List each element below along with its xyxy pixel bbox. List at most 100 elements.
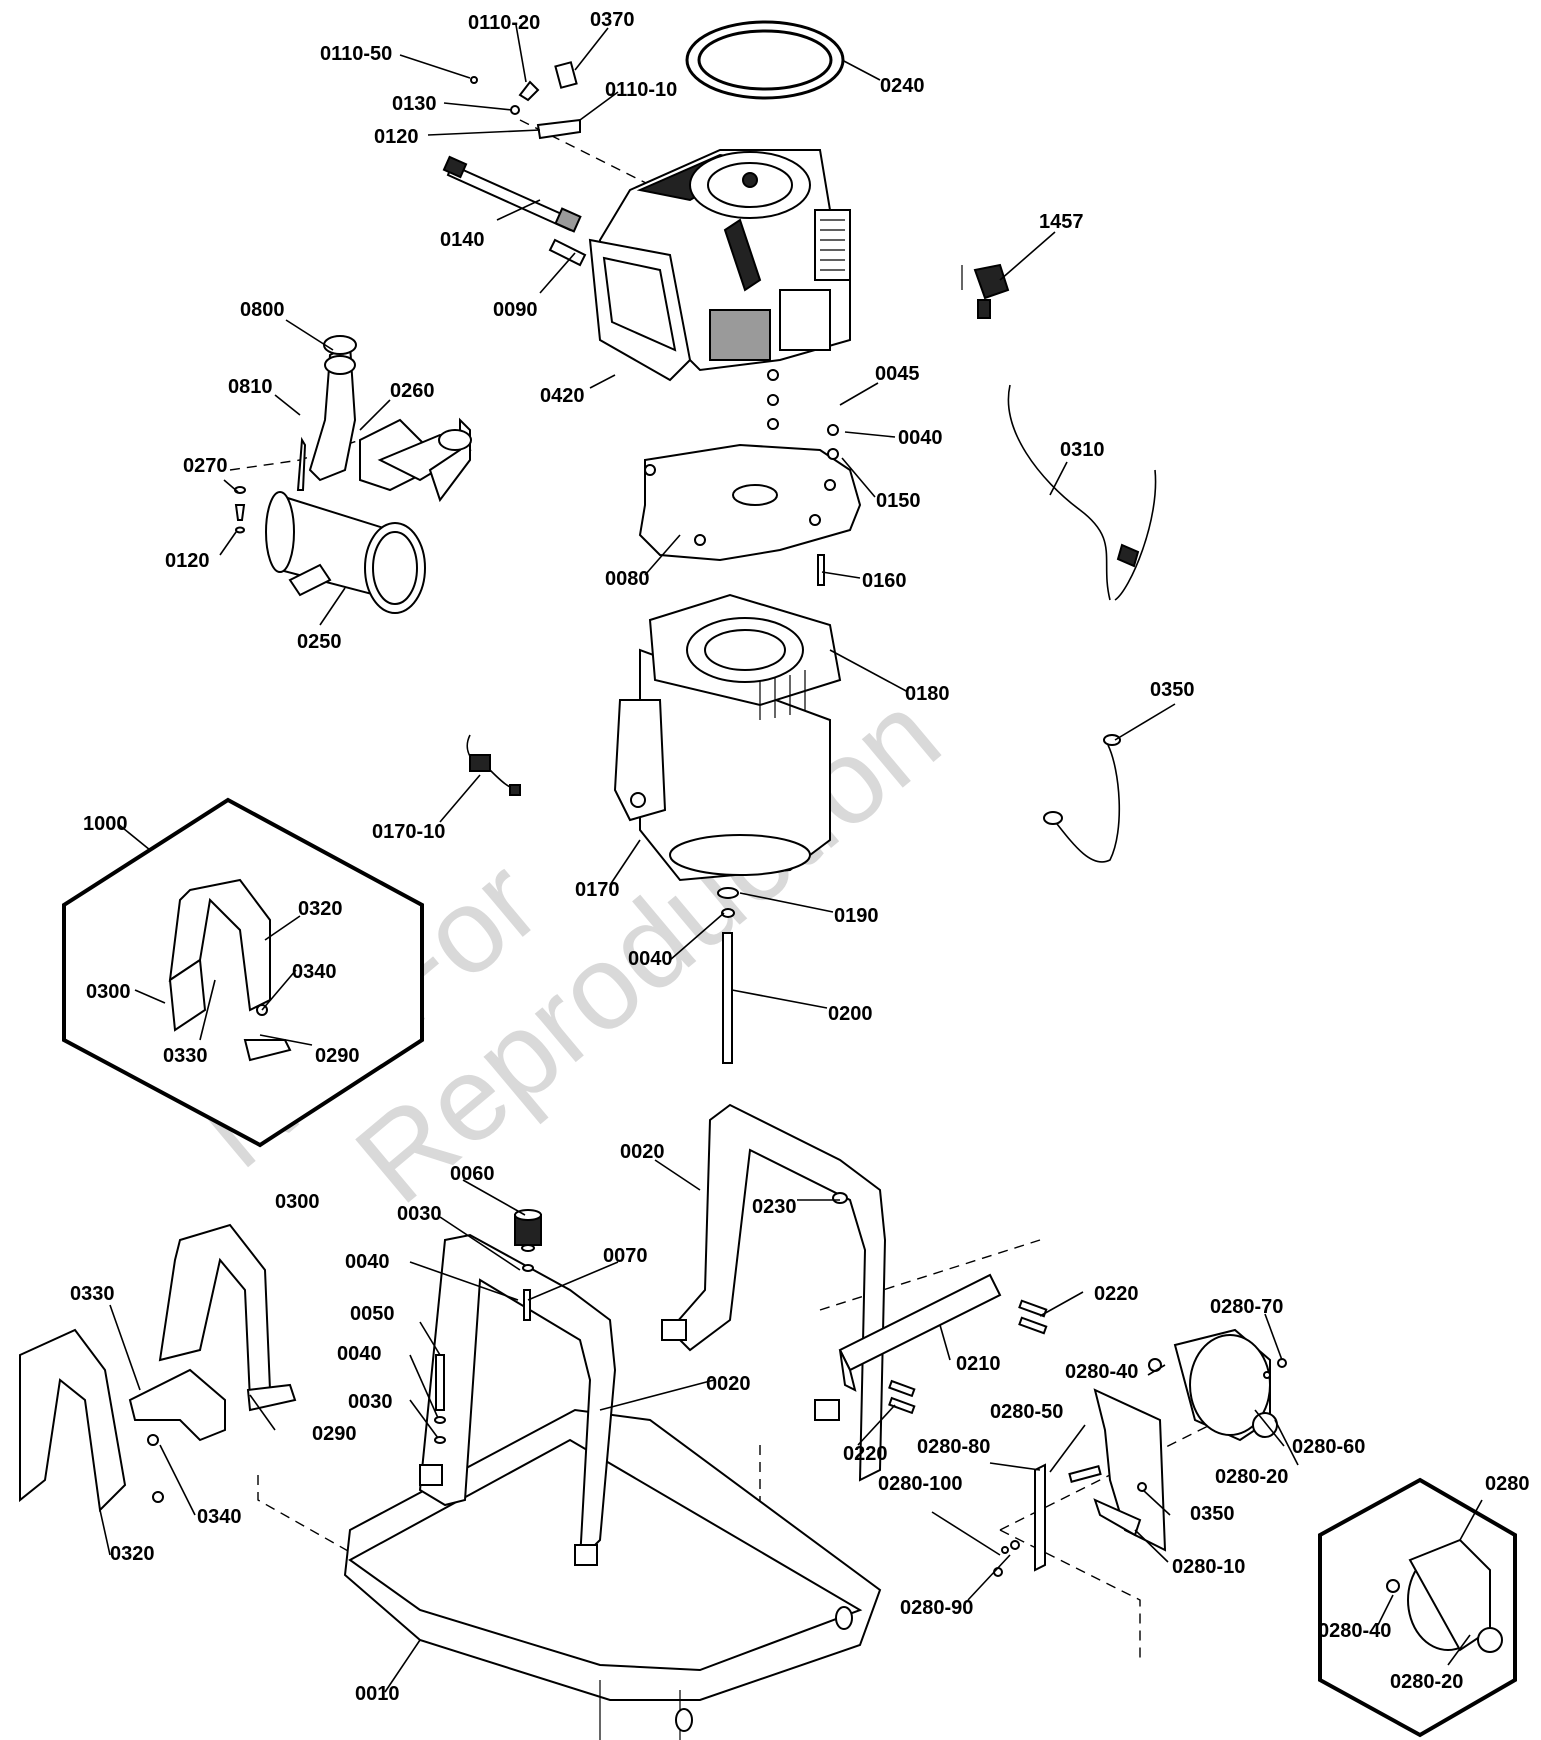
callout-0160: 0160 bbox=[862, 570, 907, 592]
leader-lines bbox=[99, 24, 1483, 1693]
callout-0130: 0130 bbox=[392, 93, 437, 115]
alternator-housing-0180 bbox=[648, 593, 842, 720]
callout-0050: 0050 bbox=[350, 1303, 395, 1325]
regulator-0280 bbox=[1148, 1328, 1287, 1442]
callout-0280-60: 0280-60 bbox=[1292, 1436, 1365, 1458]
callout-0110-20: 0110-20 bbox=[468, 12, 540, 34]
callout-0340: 0340 bbox=[197, 1506, 242, 1528]
callout-1000: 1000 bbox=[83, 813, 128, 835]
callout-0280-10: 0280-10 bbox=[1172, 1556, 1245, 1578]
callout-0310: 0310 bbox=[1060, 439, 1105, 461]
callout-0150: 0150 bbox=[876, 490, 921, 512]
callout-0280-20: 0280-20 bbox=[1215, 1466, 1288, 1488]
bracket-0110-hardware bbox=[470, 61, 581, 140]
callout-0110-10: 0110-10 bbox=[605, 79, 677, 101]
bracket-0280-10 bbox=[1093, 1388, 1167, 1552]
callout-0280-80: 0280-80 bbox=[917, 1436, 990, 1458]
through-bolt-0200 bbox=[717, 887, 739, 1064]
callout-0270: 0270 bbox=[183, 455, 228, 477]
callout-0020-b: 0020 bbox=[706, 1373, 751, 1395]
callout-0040-a: 0040 bbox=[345, 1251, 390, 1273]
callout-0060: 0060 bbox=[450, 1163, 495, 1185]
callout-0290-inset: 0290 bbox=[315, 1045, 360, 1067]
cable-0350 bbox=[1043, 734, 1121, 863]
callout-0810: 0810 bbox=[228, 376, 273, 398]
adapter-plate-0080 bbox=[638, 424, 862, 586]
callout-0170-10: 0170-10 bbox=[372, 821, 445, 843]
cover-0300 bbox=[158, 1223, 297, 1412]
callout-0280-90: 0280-90 bbox=[900, 1597, 973, 1619]
callout-0280-40: 0280-40 bbox=[1065, 1361, 1138, 1383]
callout-0260: 0260 bbox=[390, 380, 435, 402]
callout-0280-70: 0280-70 bbox=[1210, 1296, 1283, 1318]
callout-0330-inset: 0330 bbox=[163, 1045, 208, 1067]
callout-0110-50: 0110-50 bbox=[320, 43, 392, 65]
callout-0170: 0170 bbox=[575, 879, 620, 901]
callout-0230: 0230 bbox=[752, 1196, 797, 1218]
callout-0370: 0370 bbox=[590, 9, 635, 31]
cover-0320 bbox=[19, 1328, 127, 1513]
muffler-0250 bbox=[265, 491, 426, 614]
callout-labels: 0110-20 0370 0110-50 0110-10 0240 0130 0… bbox=[70, 9, 1530, 1705]
callout-0120-top: 0120 bbox=[374, 126, 419, 148]
callout-0280-100: 0280-100 bbox=[878, 1473, 963, 1495]
callout-0210: 0210 bbox=[956, 1353, 1001, 1375]
callout-0420: 0420 bbox=[540, 385, 585, 407]
gasket-0240 bbox=[685, 20, 845, 100]
callout-0350-b: 0350 bbox=[1190, 1503, 1235, 1525]
callout-0040-mid: 0040 bbox=[628, 948, 673, 970]
alternator-0170 bbox=[613, 648, 831, 882]
callout-0250: 0250 bbox=[297, 631, 342, 653]
callout-0220-b: 0220 bbox=[843, 1443, 888, 1465]
callout-0030-a: 0030 bbox=[397, 1203, 442, 1225]
washers-0340 bbox=[147, 1434, 164, 1503]
callout-0280: 0280 bbox=[1485, 1473, 1530, 1495]
cable-0310 bbox=[1007, 384, 1157, 601]
callout-0040-top: 0040 bbox=[898, 427, 943, 449]
callout-0280-40-inset: 0280-40 bbox=[1318, 1620, 1391, 1642]
callout-0340-inset: 0340 bbox=[292, 961, 337, 983]
callout-0300-inset: 0300 bbox=[86, 981, 131, 1003]
callout-0190: 0190 bbox=[834, 905, 879, 927]
callout-0140: 0140 bbox=[440, 229, 485, 251]
callout-0045: 0045 bbox=[875, 363, 920, 385]
callout-0280-20-inset: 0280-20 bbox=[1390, 1671, 1463, 1693]
callout-0070: 0070 bbox=[603, 1245, 648, 1267]
callout-1457: 1457 bbox=[1039, 211, 1084, 233]
callout-0200: 0200 bbox=[828, 1003, 873, 1025]
callout-0300: 0300 bbox=[275, 1191, 320, 1213]
exhaust-hardware bbox=[234, 436, 307, 534]
bracket-0280-80 bbox=[1034, 1463, 1046, 1572]
cross-brace-0210 bbox=[838, 1273, 1002, 1392]
callout-0030-b: 0030 bbox=[348, 1391, 393, 1413]
callout-0240: 0240 bbox=[880, 75, 925, 97]
frame-handle-0020-front bbox=[418, 1233, 617, 1566]
callout-0220-a: 0220 bbox=[1094, 1283, 1139, 1305]
callout-0090: 0090 bbox=[493, 299, 538, 321]
bracket-0330 bbox=[128, 1368, 226, 1442]
engine-0420 bbox=[588, 149, 851, 430]
exhaust-manifold-0260 bbox=[308, 335, 472, 503]
dipstick-tube-0140 bbox=[442, 155, 582, 233]
callout-0120-mid: 0120 bbox=[165, 550, 210, 572]
callout-0320: 0320 bbox=[110, 1543, 155, 1565]
component-1457 bbox=[961, 263, 1010, 319]
inset-0280 bbox=[1318, 1477, 1517, 1738]
callout-0020-top: 0020 bbox=[620, 1141, 665, 1163]
callout-0040-b: 0040 bbox=[337, 1343, 382, 1365]
sensor-0170-10 bbox=[466, 734, 521, 796]
callout-0330: 0330 bbox=[70, 1283, 115, 1305]
callout-0180: 0180 bbox=[905, 683, 950, 705]
callout-0080: 0080 bbox=[605, 568, 650, 590]
callout-0280-50: 0280-50 bbox=[990, 1401, 1063, 1423]
callout-0290: 0290 bbox=[312, 1423, 357, 1445]
inset-1000 bbox=[62, 797, 424, 1148]
fitting-0090 bbox=[548, 238, 587, 267]
frame-handle-0020-rear bbox=[661, 1103, 887, 1482]
callout-0320-inset: 0320 bbox=[298, 898, 343, 920]
callout-0010: 0010 bbox=[355, 1683, 400, 1705]
base-pan-0010 bbox=[343, 1408, 882, 1740]
callout-0800: 0800 bbox=[240, 299, 285, 321]
callout-0350-top: 0350 bbox=[1150, 679, 1195, 701]
